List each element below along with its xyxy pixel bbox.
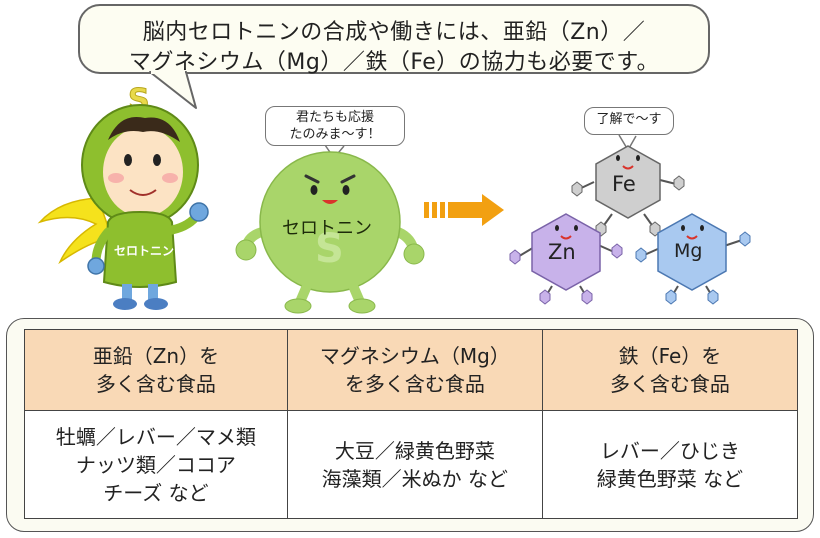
mg-hexagon	[657, 213, 727, 291]
fe-label: Fe	[612, 172, 636, 196]
mascot-glove-left	[87, 257, 105, 275]
zn-hexagon	[531, 213, 601, 291]
mascot-foot-right	[144, 298, 168, 310]
serotonin-body	[259, 151, 401, 293]
arrow-icon	[424, 194, 504, 226]
cell-mg-foods: 大豆／緑黄色野菜 海藻類／米ぬか など	[286, 410, 543, 519]
serotonin-character: S	[235, 144, 425, 314]
table-header-row: 亜鉛（Zn）を 多く含む食品 マグネシウム（Mg） を多く含む食品 鉄（Fe）を…	[24, 329, 799, 411]
zn-foods-line-3: チーズ など	[103, 480, 209, 505]
serotonin-bubble-line-1: 君たちも応援	[295, 110, 374, 125]
illustration: S S	[37, 70, 751, 314]
table-row: 牡蠣／レバー／マメ類 ナッツ類／ココア チーズ など 大豆／緑黄色野菜 海藻類／…	[24, 410, 799, 519]
table-header-mg: マグネシウム（Mg） を多く含む食品	[286, 329, 543, 411]
header-fe-line-1: 鉄（Fe）を	[618, 344, 722, 368]
header-mg-line-1: マグネシウム（Mg）	[319, 344, 510, 368]
mg-foods-line-1: 大豆／緑黄色野菜	[334, 438, 495, 463]
headline-bubble-tail	[149, 71, 197, 109]
mg-label: Mg	[674, 240, 703, 262]
headline-line-2: マグネシウム（Mg）／鉄（Fe）の協力も必要です。	[128, 50, 660, 75]
mascot-face	[103, 127, 183, 217]
serotonin-speech-bubble: 君たちも応援 たのみま～す！	[265, 106, 405, 146]
serotonin-bubble-line-2: たのみま～す！	[289, 127, 381, 142]
mascot-glove-right	[189, 202, 209, 222]
mascot-character: S	[37, 83, 209, 310]
zn-foods-line-1: 牡蠣／レバー／マメ類	[55, 424, 256, 449]
minerals-speech-bubble: 了解で～す	[584, 107, 674, 135]
zn-label: Zn	[548, 240, 576, 264]
fe-foods-line-2: 緑黄色野菜 など	[596, 466, 744, 491]
mascot-hair	[108, 116, 180, 142]
mg-character	[635, 213, 751, 305]
zn-foods-line-2: ナッツ類／ココア	[75, 452, 236, 477]
mascot-foot-left	[113, 298, 137, 310]
table-header-fe: 鉄（Fe）を 多く含む食品	[541, 329, 799, 411]
fe-hexagon	[595, 145, 661, 219]
zn-character	[509, 213, 623, 305]
headline-line-1: 脳内セロトニンの合成や働きには、亜鉛（Zn）／	[142, 20, 646, 45]
fe-foods-line-1: レバー／ひじき	[599, 438, 740, 463]
header-zn-line-2: 多く含む食品	[95, 372, 216, 396]
food-table: 亜鉛（Zn）を 多く含む食品 マグネシウム（Mg） を多く含む食品 鉄（Fe）を…	[24, 329, 799, 519]
header-fe-line-2: 多く含む食品	[609, 372, 730, 396]
cell-zn-foods: 牡蠣／レバー／マメ類 ナッツ類／ココア チーズ など	[24, 410, 288, 519]
headline-speech-bubble: 脳内セロトニンの合成や働きには、亜鉛（Zn）／ マグネシウム（Mg）／鉄（Fe）…	[78, 4, 710, 75]
header-mg-line-2: を多く含む食品	[344, 372, 485, 396]
serotonin-label: セロトニン	[282, 218, 372, 239]
mascot-cape	[37, 197, 114, 265]
serotonin-s-emblem: S	[315, 226, 344, 272]
mg-foods-line-2: 海藻類／米ぬか など	[321, 466, 509, 491]
header-zn-line-1: 亜鉛（Zn）を	[92, 344, 220, 368]
cell-fe-foods: レバー／ひじき 緑黄色野菜 など	[541, 410, 799, 519]
table-header-zn: 亜鉛（Zn）を 多く含む食品	[24, 329, 288, 411]
mascot-badge: セロトニン	[114, 244, 175, 258]
